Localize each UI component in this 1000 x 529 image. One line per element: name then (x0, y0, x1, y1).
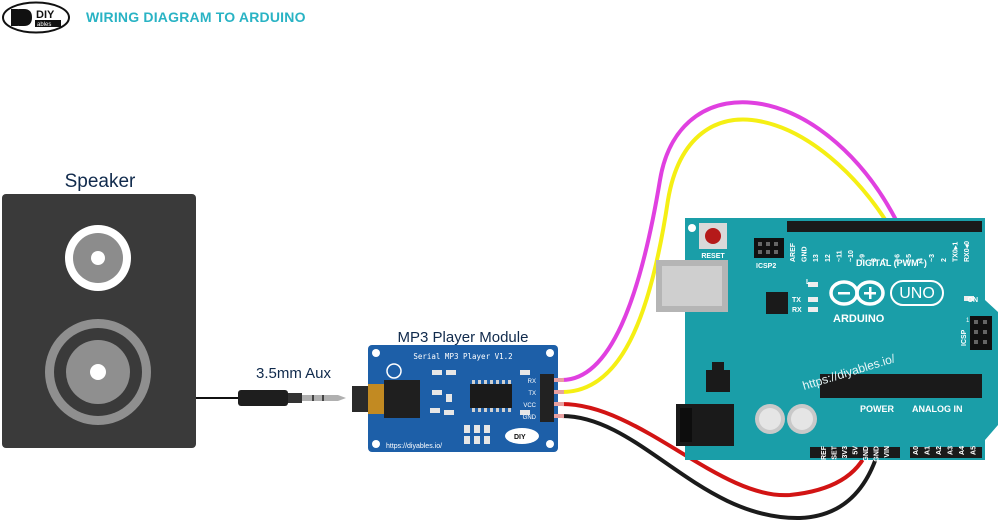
digital-pin-label-3: 12 (825, 254, 832, 262)
mp3-logo-text: DIY (514, 434, 526, 441)
analog-pin-labels: A0 A1 A2 A3 A4 A5 (913, 446, 978, 455)
on-label: ON (968, 297, 979, 304)
analog-pin-label-0: A0 (913, 446, 920, 455)
analog-label: ANALOG IN (912, 404, 963, 414)
logo-text-bottom: ables (37, 22, 51, 28)
mp3-url-text: https://diyables.io/ (386, 443, 442, 450)
wire-rx (560, 100, 904, 382)
page-title: WIRING DIAGRAM TO ARDUINO (86, 9, 306, 25)
icsp-pin1: 1 (966, 318, 970, 324)
led-label-rx: RX (792, 307, 802, 314)
digital-pin-label-15: RX0◂0 (964, 241, 971, 262)
aux-label: 3.5mm Aux (256, 365, 332, 382)
digital-pin-label-9: ~6 (894, 254, 901, 262)
wire-tx (560, 117, 895, 394)
analog-pin-label-5: A5 (971, 446, 978, 455)
analog-pin-label-2: A2 (936, 446, 943, 455)
digital-pin-label-13: 2 (941, 258, 948, 262)
digital-pin-label-14: TX0▸1 (952, 242, 959, 262)
digital-label: DIGITAL (PWM~) (856, 258, 927, 268)
digital-pin-label-11: 4 (918, 258, 925, 262)
power-pin-label-6: VIN (884, 446, 891, 458)
mp3-pin-tx: TX (528, 391, 536, 397)
power-pin-label-1: RESET (832, 445, 839, 469)
digital-pin-label-4: ~11 (836, 250, 843, 262)
diyables-logo: DIY ables (1, 1, 71, 34)
digital-pin-label-1: GND (802, 246, 809, 262)
mp3-pin-gnd: GND (523, 415, 537, 421)
logo-text-top: DIY (36, 9, 55, 21)
analog-pin-label-3: A3 (948, 446, 955, 455)
wire-gnd (560, 414, 881, 521)
power-label: POWER (860, 404, 895, 414)
digital-pin-label-12: ~3 (929, 254, 936, 262)
reset-label: RESET (701, 253, 725, 260)
digital-pin-label-0: AREF (790, 242, 797, 262)
wires (560, 100, 904, 521)
arduino-brand: ARDUINO (833, 313, 885, 325)
led-label-l: L (806, 279, 811, 286)
wire-vcc (560, 402, 870, 498)
icsp2-label: ICSP2 (756, 263, 776, 270)
analog-pin-label-4: A4 (959, 446, 966, 455)
arduino-model: UNO (899, 285, 935, 302)
speaker-label: Speaker (65, 171, 136, 192)
power-pin-label-0: IOREF (821, 445, 828, 467)
mp3-board-text: Serial MP3 Player V1.2 (413, 352, 512, 361)
power-pin-label-2: 3V3 (842, 446, 849, 459)
analog-pin-label-1: A1 (925, 446, 932, 455)
icsp-label: ICSP (961, 329, 968, 346)
mp3-module: DIY (352, 345, 564, 452)
digital-pin-label-6: ~9 (860, 254, 867, 262)
digital-pin-label-7: 8 (871, 258, 878, 262)
mp3-module-label: MP3 Player Module (398, 329, 529, 346)
mp3-pin-vcc: VCC (523, 403, 536, 409)
speaker (2, 194, 196, 448)
aux-cable (196, 390, 346, 406)
arduino-board (656, 218, 998, 460)
digital-pin-label-8: 7 (883, 258, 890, 262)
power-pin-label-4: GND (863, 446, 870, 462)
led-label-tx: TX (792, 297, 801, 304)
digital-pin-label-5: ~10 (848, 250, 855, 262)
power-pin-label-3: 5V (853, 446, 860, 455)
digital-pin-labels: AREF GND 13 12 ~11 ~10 ~9 8 7 ~6 ~5 4 ~3 2 TX0▸1 RX0◂0 (790, 241, 971, 262)
digital-pin-label-10: ~5 (906, 254, 913, 262)
digital-pin-label-2: 13 (813, 254, 820, 262)
mp3-pin-rx: RX (528, 379, 536, 385)
power-pin-label-5: GND (874, 446, 881, 462)
